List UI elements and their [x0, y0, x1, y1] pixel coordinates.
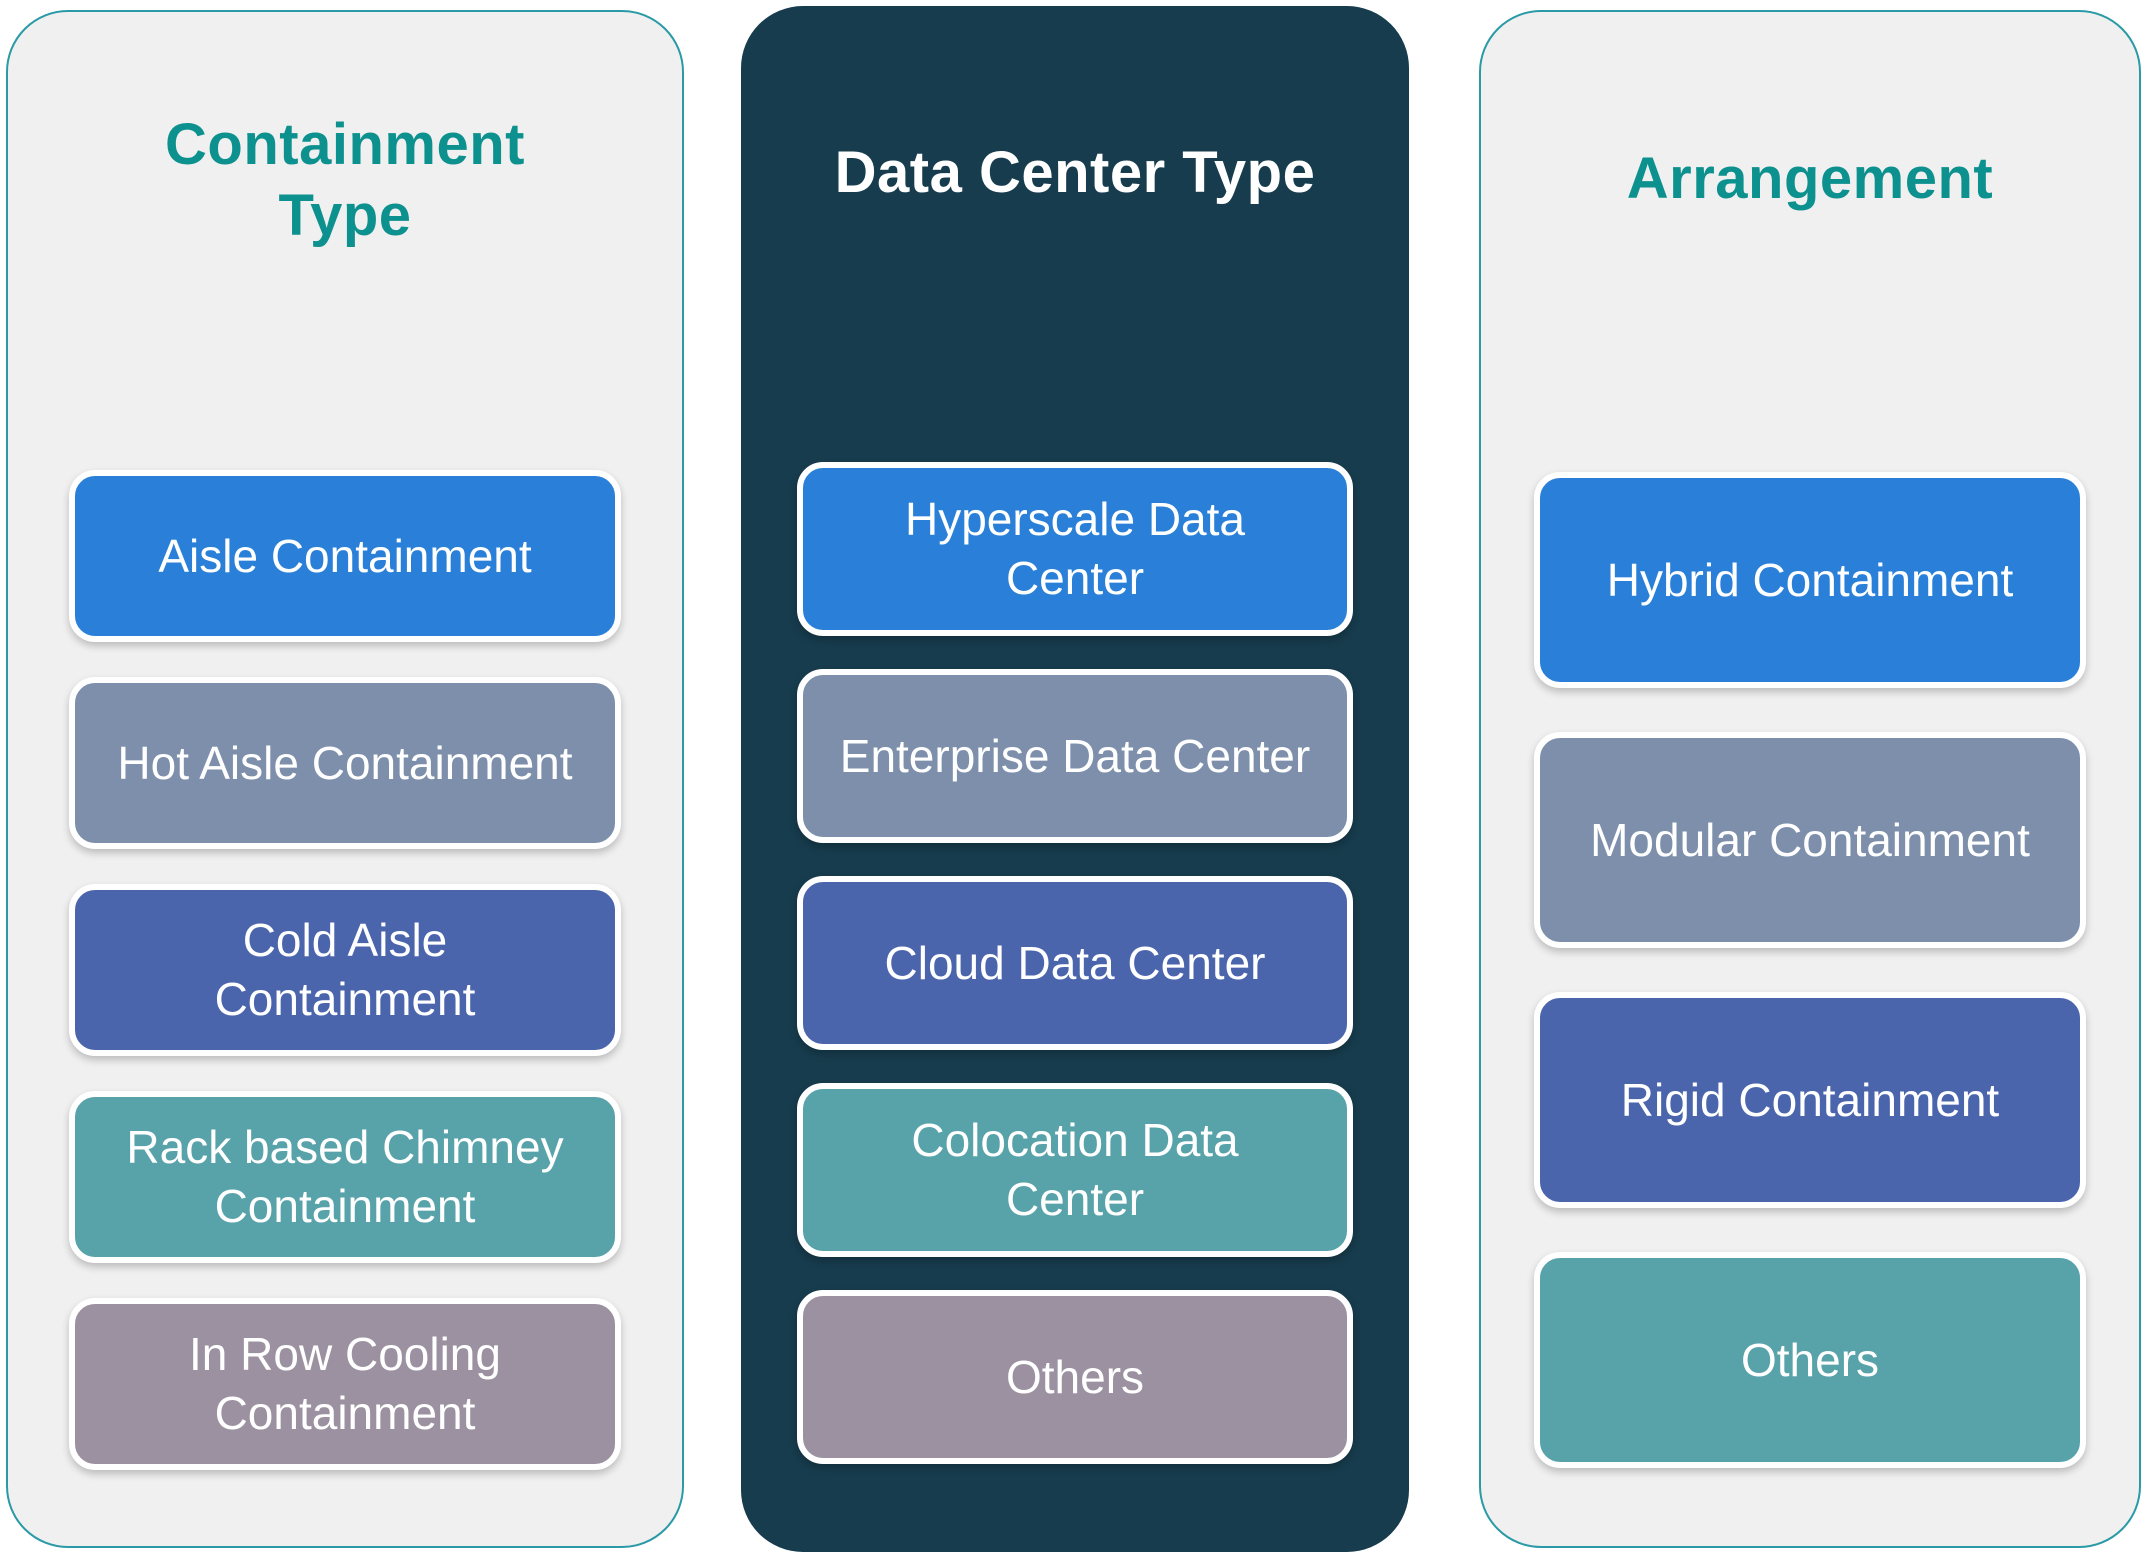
segment-box-label: Cold Aisle Containment	[214, 914, 476, 1025]
segment-box-label: Rigid Containment	[1620, 1073, 2000, 1126]
containment-type-title: Containment Type	[165, 112, 525, 248]
segment-box-in-row-cooling-containment: In Row Cooling Containment	[69, 1298, 621, 1470]
segment-box-label: Modular Containment	[1590, 813, 2030, 866]
segment-box-cloud-data-center: Cloud Data Center	[797, 876, 1353, 1050]
segment-box-rack-based-chimney-containment: Rack based Chimney Containment	[69, 1091, 621, 1263]
segment-box-hyperscale-data-center: Hyperscale Data Center	[797, 462, 1353, 636]
segment-box-modular-containment: Modular Containment	[1534, 732, 2086, 948]
segment-box-others: Others	[797, 1290, 1353, 1464]
segment-box-label: Enterprise Data Center	[839, 729, 1311, 782]
segment-box-label: Others	[1740, 1333, 1880, 1386]
segment-box-label: Aisle Containment	[158, 529, 532, 582]
data-center-type-title: Data Center Type	[834, 140, 1316, 205]
segment-box-label: Hybrid Containment	[1606, 553, 2014, 606]
arrangement-title: Arrangement	[1626, 146, 1994, 211]
segment-box-aisle-containment: Aisle Containment	[69, 470, 621, 642]
segment-box-colocation-data-center: Colocation Data Center	[797, 1083, 1353, 1257]
segment-box-cold-aisle-containment: Cold Aisle Containment	[69, 884, 621, 1056]
segment-box-rigid-containment: Rigid Containment	[1534, 992, 2086, 1208]
segment-box-label: Hot Aisle Containment	[117, 736, 573, 789]
segment-box-hybrid-containment: Hybrid Containment	[1534, 472, 2086, 688]
segment-box-label: Others	[1005, 1350, 1145, 1403]
segment-box-enterprise-data-center: Enterprise Data Center	[797, 669, 1353, 843]
segment-box-hot-aisle-containment: Hot Aisle Containment	[69, 677, 621, 849]
segment-box-label: Hyperscale Data Center	[904, 493, 1246, 604]
segment-box-others: Others	[1534, 1252, 2086, 1468]
segment-box-label: Rack based Chimney Containment	[126, 1121, 564, 1232]
segment-box-label: Cloud Data Center	[884, 936, 1266, 989]
segment-box-label: In Row Cooling Containment	[189, 1328, 501, 1439]
segment-box-label: Colocation Data Center	[911, 1114, 1239, 1225]
